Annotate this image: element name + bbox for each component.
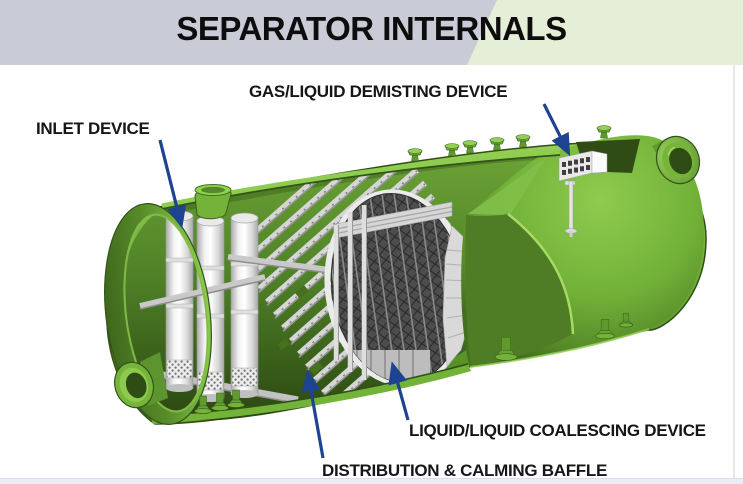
shell-bottom-highlight xyxy=(469,328,650,368)
title-banner: SEPARATOR INTERNALS xyxy=(0,0,743,65)
coalescing-device-label: LIQUID/LIQUID COALESCING DEVICE xyxy=(409,421,706,440)
right-nozzle xyxy=(652,135,701,185)
inlet-leader-arrow-icon xyxy=(158,139,187,229)
cyclone-2 xyxy=(196,215,225,402)
inlet-nozzle-funnel xyxy=(194,184,232,220)
page-title: SEPARATOR INTERNALS xyxy=(176,10,567,47)
cyclone-3 xyxy=(230,212,259,398)
demisting-device-label: GAS/LIQUID DEMISTING DEVICE xyxy=(249,82,508,101)
inlet-device-label: INLET DEVICE xyxy=(36,119,150,138)
leader-arrows xyxy=(158,103,571,459)
coalescing-leader-arrow-icon xyxy=(388,361,410,421)
title-banner-gray-panel xyxy=(0,0,497,65)
demister-grid-holes xyxy=(562,157,590,175)
interior-wedge xyxy=(468,158,546,215)
slide-bottom-strip xyxy=(0,478,743,484)
distribution-leader-arrow-icon xyxy=(301,369,325,459)
demisting-leader-arrow-icon xyxy=(542,103,571,157)
inlet-cyclones xyxy=(165,210,259,402)
left-bottom-nozzle xyxy=(113,352,168,409)
top-nozzle-stubs xyxy=(407,125,612,162)
mesh-front-posts xyxy=(333,205,367,380)
weir-shadow xyxy=(465,214,573,366)
slide-right-edge xyxy=(733,65,735,479)
weir-plate-edge xyxy=(507,213,575,335)
demisting-unit xyxy=(558,139,640,237)
distribution-baffle-label: DISTRIBUTION & CALMING BAFFLE xyxy=(322,461,607,480)
demister-drain-pipe xyxy=(568,180,574,230)
bottom-nozzles xyxy=(194,312,634,414)
